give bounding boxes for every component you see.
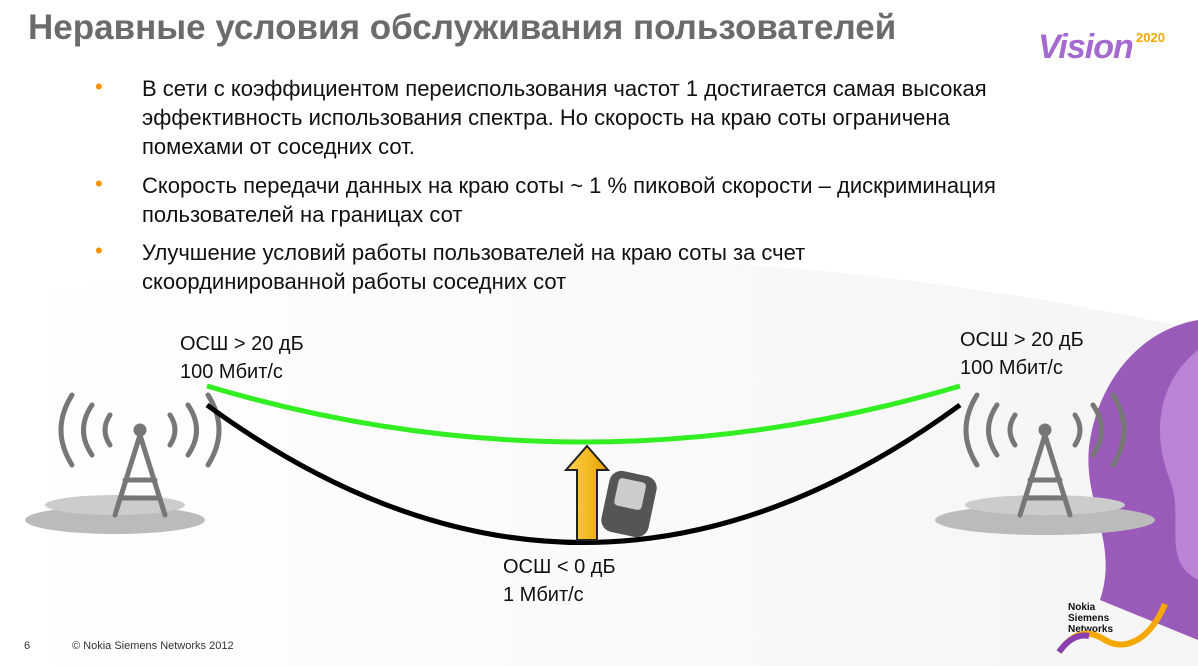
baseline-throughput-curve <box>205 402 962 545</box>
left-rate: 100 Мбит/с <box>180 361 283 383</box>
nsn-logo-text: Nokia Siemens Networks <box>1068 602 1114 635</box>
left-cell-label: ОСШ > 20 дБ 100 Мбит/с <box>180 330 304 386</box>
slide-title: Неравные условия обслуживания пользовате… <box>28 8 897 47</box>
mobile-phone-icon <box>601 470 657 538</box>
edge-cell-label: ОСШ < 0 дБ 1 Мбит/с <box>503 553 616 609</box>
cell-grid-right <box>935 495 1155 535</box>
vision-2020-logo: Vision 2020 <box>1038 28 1165 67</box>
right-rate: 100 Мбит/с <box>960 357 1063 379</box>
improvement-arrow-icon <box>563 444 611 541</box>
bullet-text: Улучшение условий работы пользователей н… <box>142 240 806 294</box>
bullet-marker: • <box>95 171 103 196</box>
nsn-logo: Nokia Siemens Networks <box>1068 602 1138 635</box>
vision-logo-year: 2020 <box>1136 30 1165 45</box>
nsn-wave-icon <box>1056 602 1168 654</box>
improved-throughput-curve <box>206 383 961 445</box>
bullet-text: В сети с коэффициентом переиспользования… <box>142 76 987 159</box>
copyright: © Nokia Siemens Networks 2012 <box>72 640 234 652</box>
base-station-right-icon <box>963 392 1127 518</box>
bullet-marker: • <box>95 74 103 99</box>
right-cell-label: ОСШ > 20 дБ 100 Мбит/с <box>960 326 1084 382</box>
edge-rate: 1 Мбит/с <box>503 584 584 606</box>
base-station-left-icon <box>58 392 222 518</box>
vision-logo-text: Vision <box>1038 28 1134 66</box>
bullet-marker: • <box>95 238 103 263</box>
right-snr: ОСШ > 20 дБ <box>960 329 1084 351</box>
bullet-text: Скорость передачи данных на краю соты ~ … <box>142 173 996 227</box>
left-snr: ОСШ > 20 дБ <box>180 333 304 355</box>
edge-snr: ОСШ < 0 дБ <box>503 556 616 578</box>
page-number: 6 <box>24 640 31 652</box>
